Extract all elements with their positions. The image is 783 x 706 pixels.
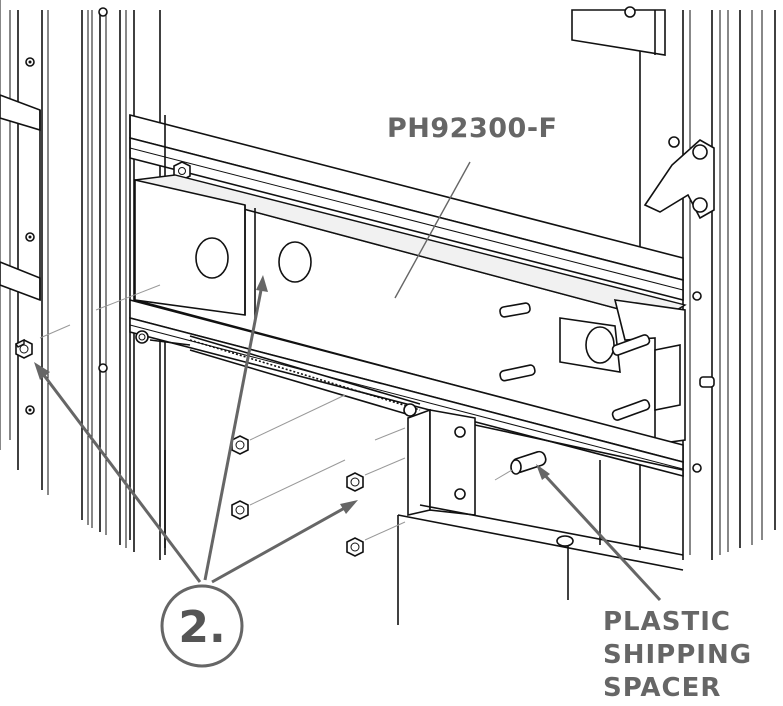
- upper-rail: [129, 113, 684, 548]
- nut-2: [231, 500, 249, 520]
- part-number-label: PH92300-F: [387, 113, 557, 144]
- base-panel: [164, 424, 684, 600]
- nut-1: [231, 435, 249, 455]
- spacer-label-line1: PLASTIC: [603, 607, 731, 637]
- nut-3: [346, 472, 364, 492]
- nut-4: [346, 537, 364, 557]
- left-nut: [14, 338, 33, 359]
- alignment-lines: [39, 284, 513, 541]
- step-number-circle: [160, 584, 244, 668]
- tension-spring: [149, 335, 421, 419]
- step-callout: 2.: [34, 275, 358, 668]
- hex-nuts: [231, 435, 364, 557]
- spacer-label-line2: SHIPPING: [603, 640, 752, 670]
- tray-ph92300f: [134, 174, 687, 445]
- spacer-label-line3: SPACER: [603, 673, 721, 703]
- lower-rail: [129, 298, 684, 478]
- mount-bracket: [397, 408, 476, 625]
- part-number-callout: PH92300-F: [387, 113, 557, 299]
- spacer-callout: PLASTIC SHIPPING SPACER: [536, 464, 752, 703]
- step-number: 2.: [178, 602, 225, 653]
- plastic-shipping-spacer: [510, 450, 547, 475]
